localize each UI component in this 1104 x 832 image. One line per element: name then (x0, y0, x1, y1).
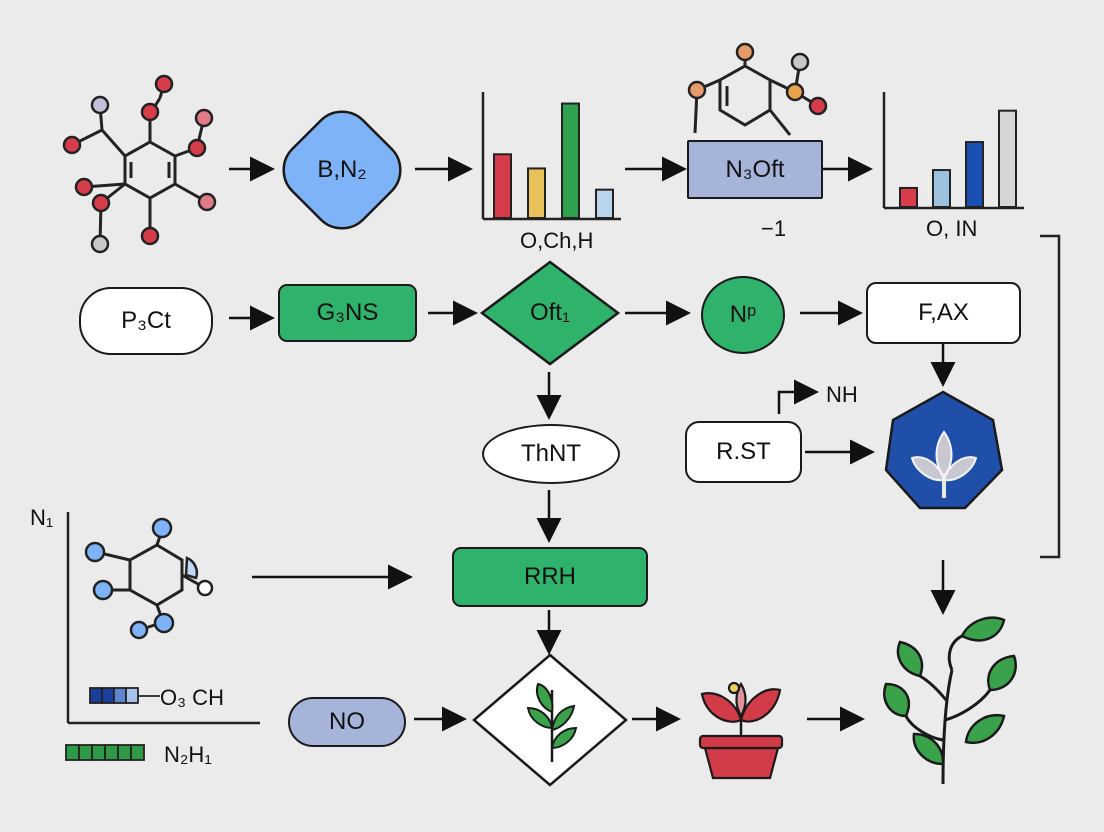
plant-icon-small (526, 682, 578, 762)
legend-green-label: N₂H₁ (164, 742, 212, 767)
chart2-bar-3 (965, 141, 984, 208)
b-n2-shape (282, 110, 402, 230)
bottom-left-axis (66, 512, 260, 725)
legend-blue-swatch (89, 687, 160, 704)
molecule-icon-bottom-left (95, 529, 206, 632)
legend-blue-label: O₃ CH (160, 685, 224, 710)
leaf-icon (910, 430, 978, 498)
flower-pot-icon (698, 681, 784, 780)
thnt-node: ThNT (482, 424, 620, 484)
p3ct-node: P₃Ct (79, 287, 213, 355)
n3oft-node: N₃Oft (687, 140, 823, 199)
bar-chart-icon-2 (882, 92, 1024, 210)
np-node: Nᵖ (701, 276, 785, 354)
chart1-bar-4 (595, 188, 614, 219)
no-node: NO (288, 697, 406, 747)
rrh-node: RRH (452, 547, 648, 607)
rst-node: R.ST (685, 421, 802, 483)
chart2-bar-2 (932, 169, 951, 208)
chart1-caption: O,Ch,H (520, 228, 594, 253)
right-bracket (1040, 234, 1061, 559)
flow-arrows (229, 156, 956, 732)
n-axis-label: N₁ (30, 505, 54, 530)
legend-green-swatch (65, 744, 145, 761)
chart2-bar-4 (998, 109, 1017, 208)
minus-one-label: −1 (761, 216, 787, 241)
chart2-bar-1 (899, 186, 918, 209)
oft-shape (479, 260, 621, 366)
chart1-bar-3 (561, 102, 580, 219)
chart2-caption: O, IN (926, 216, 978, 241)
bar-chart-icon-1 (481, 92, 621, 221)
chart1-bar-1 (493, 153, 512, 219)
fax-node: F,AX (866, 282, 1021, 344)
molecule-atoms-top-right (687, 42, 828, 116)
plant-icon-large (883, 616, 1017, 785)
molecule-atoms-bottom-left (84, 517, 214, 640)
g3ns-node: G₃NS (278, 284, 417, 342)
nh-label: NH (826, 382, 858, 407)
b-n2-node: B,N₂ (317, 156, 367, 183)
molecule-atoms-top-left (62, 74, 217, 254)
chart1-bar-2 (527, 167, 546, 220)
oft-node: Oft₁ (529, 299, 571, 326)
